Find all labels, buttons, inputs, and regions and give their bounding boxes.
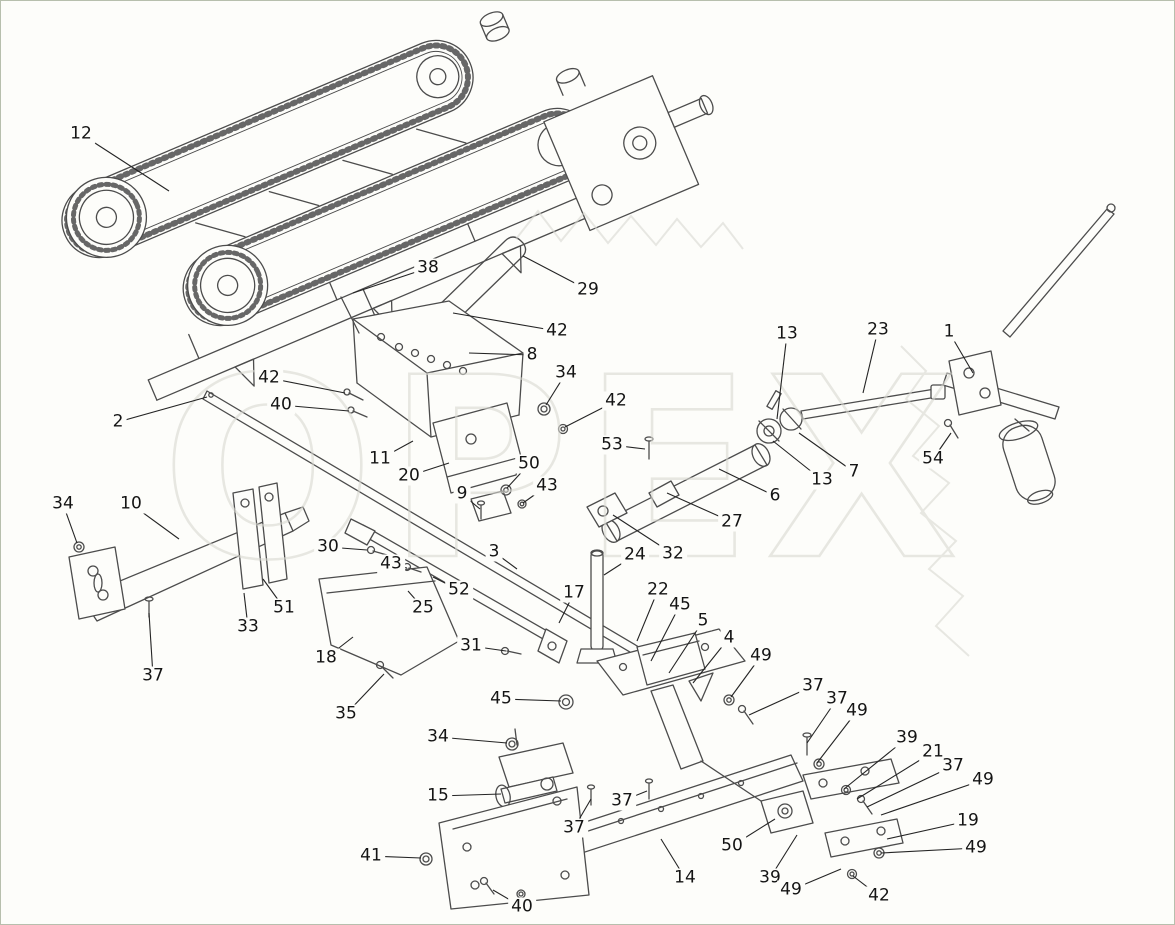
part-number-callout: 25 bbox=[409, 598, 437, 618]
part-number-callout: 33 bbox=[234, 617, 262, 637]
part-number-callout: 34 bbox=[552, 363, 580, 383]
part-number-callout: 15 bbox=[424, 786, 452, 806]
part-number-callout: 2 bbox=[109, 412, 127, 432]
part-number-callout: 37 bbox=[608, 791, 636, 811]
angle-pivot bbox=[760, 790, 814, 834]
conveyor-assembly bbox=[61, 11, 714, 401]
part-number-callout: 4 bbox=[720, 628, 738, 648]
part-number-callout: 34 bbox=[49, 494, 77, 514]
right-plates bbox=[802, 758, 904, 858]
part-number-callout: 30 bbox=[314, 537, 342, 557]
gearbox bbox=[543, 75, 714, 232]
pivot-bracket bbox=[495, 728, 574, 808]
leader-line bbox=[798, 432, 855, 473]
link-rod bbox=[800, 384, 946, 420]
leader-line bbox=[452, 312, 558, 332]
part-number-callout: 37 bbox=[560, 818, 588, 838]
part-number-callout: 49 bbox=[777, 880, 805, 900]
part-number-callout: 17 bbox=[560, 583, 588, 603]
lever-assembly bbox=[942, 203, 1116, 505]
part-number-callout: 3 bbox=[485, 542, 503, 562]
part-number-callout: 37 bbox=[799, 676, 827, 696]
part-number-callout: 42 bbox=[543, 321, 571, 341]
leader-line bbox=[880, 847, 977, 854]
part-number-callout: 52 bbox=[445, 580, 473, 600]
part-number-callout: 23 bbox=[864, 320, 892, 340]
part-number-callout: 13 bbox=[773, 324, 801, 344]
support-bracket bbox=[596, 628, 746, 770]
part-number-callout: 40 bbox=[508, 897, 536, 917]
tensioner-cap-icon bbox=[479, 11, 586, 96]
leader-line bbox=[718, 468, 776, 497]
leader-line bbox=[862, 329, 879, 394]
part-number-callout: 42 bbox=[602, 391, 630, 411]
part-number-callout: 50 bbox=[718, 836, 746, 856]
part-number-callout: 8 bbox=[523, 345, 541, 365]
part-number-callout: 1 bbox=[940, 322, 958, 342]
leader-line bbox=[148, 612, 154, 677]
part-number-callout: 49 bbox=[747, 646, 775, 666]
part-number-callout: 43 bbox=[533, 476, 561, 496]
part-number-callout: 49 bbox=[962, 838, 990, 858]
leader-line bbox=[468, 352, 533, 356]
part-number-callout: 35 bbox=[332, 704, 360, 724]
leader-line bbox=[866, 765, 954, 808]
part-number-callout: 29 bbox=[574, 280, 602, 300]
part-number-callout: 13 bbox=[808, 470, 836, 490]
part-number-callout: 24 bbox=[621, 545, 649, 565]
part-number-callout: 49 bbox=[969, 770, 997, 790]
part-number-callout: 51 bbox=[270, 598, 298, 618]
part-number-callout: 27 bbox=[718, 512, 746, 532]
part-number-callout: 54 bbox=[919, 449, 947, 469]
leader-line bbox=[80, 133, 170, 192]
part-number-callout: 10 bbox=[117, 494, 145, 514]
part-number-callout: 19 bbox=[954, 811, 982, 831]
cover-plate bbox=[318, 566, 460, 676]
part-number-callout: 31 bbox=[457, 636, 485, 656]
part-number-callout: 22 bbox=[644, 580, 672, 600]
machine-drawing bbox=[61, 11, 1116, 910]
part-number-callout: 40 bbox=[267, 395, 295, 415]
watermark-zigzag-right bbox=[900, 345, 970, 657]
lower-frame bbox=[438, 754, 804, 910]
part-number-callout: 5 bbox=[694, 611, 712, 631]
part-number-callout: 45 bbox=[487, 689, 515, 709]
part-number-callout: 45 bbox=[666, 595, 694, 615]
part-number-callout: 11 bbox=[366, 449, 394, 469]
part-number-callout: 34 bbox=[424, 727, 452, 747]
watermark-zigzag-top bbox=[515, 209, 744, 250]
part-number-callout: 32 bbox=[659, 544, 687, 564]
part-number-callout: 20 bbox=[395, 466, 423, 486]
part-number-callout: 50 bbox=[515, 454, 543, 474]
leader-line bbox=[117, 396, 208, 423]
part-number-callout: 49 bbox=[843, 701, 871, 721]
leader-line bbox=[880, 779, 984, 816]
part-number-callout: 38 bbox=[414, 258, 442, 278]
side-plates bbox=[232, 482, 288, 590]
part-number-callout: 39 bbox=[756, 868, 784, 888]
part-number-callout: 18 bbox=[312, 648, 340, 668]
part-number-callout: 42 bbox=[865, 886, 893, 906]
universal-joint bbox=[756, 390, 803, 444]
part-number-callout: 6 bbox=[766, 486, 784, 506]
part-number-callout: 37 bbox=[939, 756, 967, 776]
part-number-callout: 9 bbox=[453, 484, 471, 504]
part-number-callout: 43 bbox=[377, 554, 405, 574]
part-number-callout: 37 bbox=[139, 666, 167, 686]
part-number-callout: 7 bbox=[845, 462, 863, 482]
leader-line bbox=[776, 333, 788, 420]
part-number-callout: 14 bbox=[671, 868, 699, 888]
part-number-callout: 39 bbox=[893, 728, 921, 748]
roller-assembly bbox=[586, 443, 771, 543]
part-number-callout: 12 bbox=[67, 124, 95, 144]
part-number-callout: 42 bbox=[255, 368, 283, 388]
part-number-callout: 53 bbox=[598, 435, 626, 455]
part-number-callout: 41 bbox=[357, 846, 385, 866]
